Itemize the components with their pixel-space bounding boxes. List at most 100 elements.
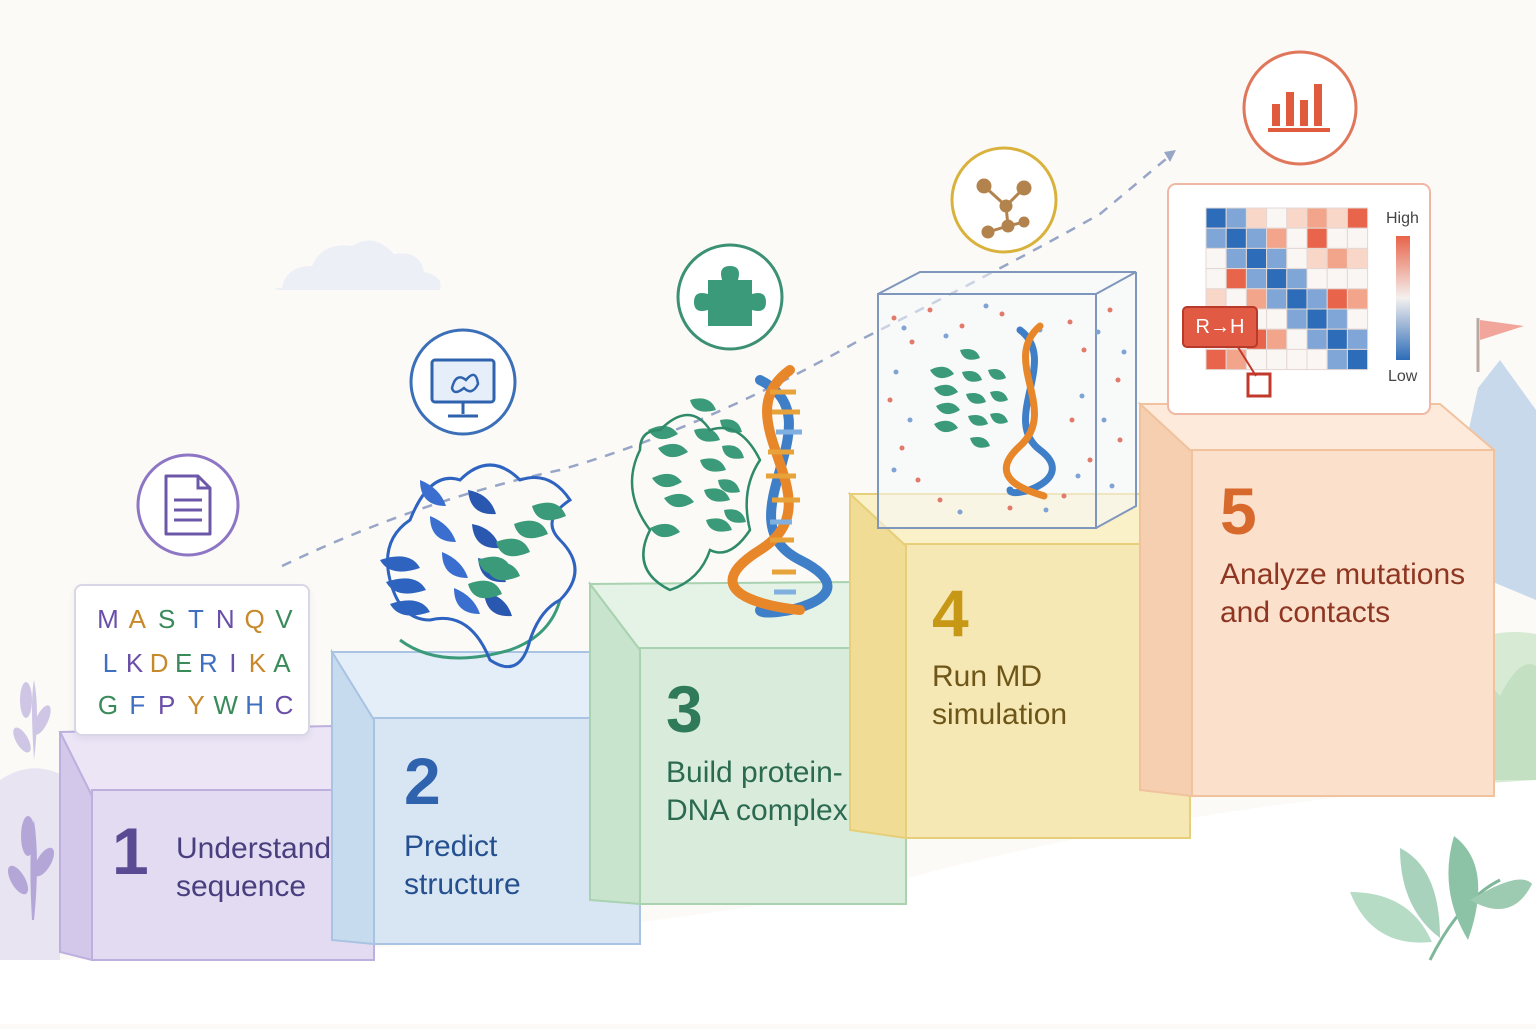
sequence-letter: Q (244, 604, 265, 634)
heatmap-cell (1266, 288, 1288, 310)
heatmap-cell (1346, 207, 1369, 229)
heatmap-cell (1346, 268, 1369, 290)
sequence-letter: A (273, 648, 291, 678)
sequence-letter: M (97, 604, 119, 634)
heatmap-cell (1326, 308, 1348, 330)
step-2-label: 2 Predict structure (404, 748, 521, 904)
heatmap-cell (1286, 348, 1308, 371)
step-2-line1: Predict (404, 830, 498, 863)
heatmap-cell (1225, 268, 1247, 290)
sequence-letter: H (245, 690, 265, 720)
ground (0, 780, 1536, 1024)
heatmap-colorbar (1396, 236, 1410, 360)
heatmap-cell (1266, 247, 1288, 270)
sequence-letter: D (149, 648, 169, 678)
monitor-molecule-icon (430, 358, 496, 418)
heatmap-cell (1205, 207, 1227, 229)
heatmap-cell (1286, 308, 1308, 330)
step-3-icon-circle (676, 243, 784, 351)
heatmap-cell (1266, 348, 1288, 371)
heatmap-cell (1286, 247, 1308, 270)
plant-left-bottom (7, 816, 55, 920)
step-4-icon-circle (950, 146, 1058, 254)
sequence-letter: I (229, 648, 237, 678)
heatmap-cell (1306, 227, 1328, 249)
heatmap-cell (1326, 328, 1348, 350)
sequence-letter: G (97, 690, 119, 720)
flag (1480, 320, 1524, 340)
heatmap-cell (1266, 207, 1288, 229)
sequence-letter: S (157, 604, 176, 634)
heatmap-cell (1225, 247, 1247, 270)
sequence-letter: Y (187, 690, 205, 720)
heatmap-cell (1245, 207, 1268, 229)
heatmap-high-label: High (1386, 210, 1419, 227)
heatmap-cell (1266, 227, 1288, 249)
mutation-tag: R→H (1182, 306, 1258, 348)
step-5-number: 5 (1220, 474, 1257, 548)
heatmap-cell (1306, 288, 1328, 310)
heatmap-grid (1205, 207, 1369, 371)
progress-dashed-path (281, 153, 1173, 568)
heatmap-cell (1225, 227, 1247, 249)
heatmap-cell (1306, 268, 1328, 290)
heatmap-cell (1326, 348, 1348, 371)
sequence-letter: K (125, 648, 144, 678)
heatmap-cell (1205, 227, 1227, 249)
bar-chart-icon (1268, 84, 1330, 132)
sequence-letter: A (128, 604, 146, 634)
heatmap-cell (1306, 247, 1328, 270)
md-simulation-box (877, 271, 1137, 529)
protein-dna-complex-illustration (630, 365, 833, 618)
heatmap-low-label: Low (1388, 368, 1418, 385)
protein-structure-illustration (380, 463, 577, 669)
cloud (274, 240, 441, 290)
step-5-line1: Analyze mutations (1220, 558, 1466, 591)
sequence-letter: L (102, 648, 118, 678)
sequence-letter: F (129, 690, 146, 720)
sequence-letter: T (188, 604, 204, 634)
step-5-label: 5 Analyze mutations and contacts (1220, 478, 1465, 632)
progress-arrowhead-icon (1164, 150, 1176, 162)
plant-right-bottom (1350, 836, 1532, 961)
sequence-letter: K (248, 648, 267, 678)
step-2-line2: structure (404, 868, 521, 901)
step-1-description: Understand sequence (176, 830, 331, 906)
heatmap-cell (1266, 308, 1288, 330)
step-1-label: 1 (112, 818, 149, 884)
heatmap-cell (1286, 268, 1308, 290)
heatmap-cell (1245, 247, 1268, 270)
heatmap-cell (1346, 288, 1369, 310)
heatmap-cell (1205, 348, 1227, 371)
heatmap-cell (1286, 227, 1308, 249)
hill-left (0, 768, 60, 960)
heatmap-cell (1346, 348, 1369, 371)
sequence-letter: E (175, 648, 193, 678)
mutation-highlight-cell (1246, 372, 1272, 398)
step-1-number: 1 (112, 814, 149, 888)
heatmap-cell (1346, 308, 1369, 330)
document-icon (164, 474, 212, 536)
heatmap-cell (1326, 207, 1348, 229)
heatmap-cell (1286, 207, 1308, 229)
step-3-number: 3 (666, 672, 703, 746)
heatmap-cell (1205, 268, 1227, 290)
sequence-letter: C (274, 690, 294, 720)
step-3-line1: Build protein- (666, 756, 843, 789)
step-1-line2: sequence (176, 870, 307, 903)
step-4-number: 4 (932, 576, 969, 650)
puzzle-piece-icon (694, 266, 766, 326)
step-1-icon-circle (136, 453, 240, 557)
step-3-label: 3 Build protein- DNA complex (666, 676, 848, 830)
heatmap-cell (1326, 227, 1348, 249)
step-block-1 (58, 724, 376, 962)
heatmap-cell (1225, 207, 1247, 229)
heatmap-cell (1225, 348, 1247, 371)
step-4-line2: simulation (932, 698, 1068, 731)
heatmap-cell (1346, 328, 1369, 350)
